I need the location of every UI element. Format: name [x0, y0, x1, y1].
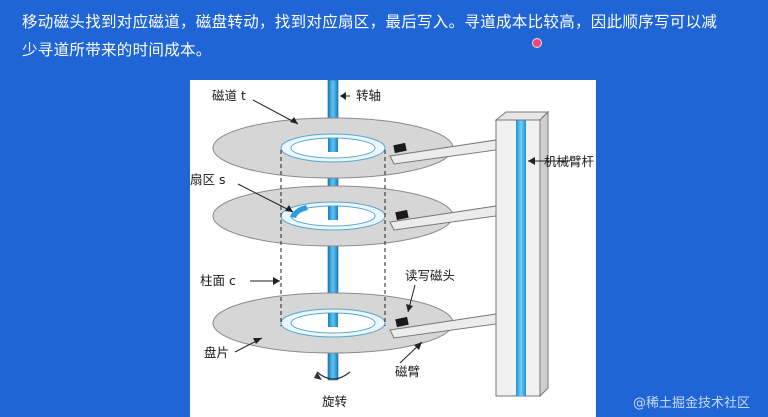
rotation-arrow-icon: [316, 371, 351, 380]
label-platter: 盘片: [204, 345, 229, 360]
watermark: @稀土掘金技术社区: [632, 396, 750, 411]
platter-top: [212, 117, 454, 179]
cursor-dot-icon: [532, 38, 542, 48]
label-track: 磁道 t: [212, 88, 246, 103]
label-sector: 扇区 s: [190, 172, 226, 187]
label-arm: 磁臂: [395, 364, 420, 379]
caption-line-1: 移动磁头找到对应磁道，磁盘转动，找到对应扇区，最后写入。寻道成本比较高，因此顺序…: [22, 13, 718, 31]
caption-line-2: 少寻道所带来的时间成本。: [22, 41, 212, 59]
caption-text: 移动磁头找到对应磁道，磁盘转动，找到对应扇区，最后写入。寻道成本比较高，因此顺序…: [22, 8, 747, 64]
label-head: 读写磁头: [405, 268, 455, 283]
label-spindle: 转轴: [356, 88, 381, 103]
disk-diagram-svg: 磁道 t 转轴 扇区 s 机械臂杆 柱面 c 读写磁头 盘片 磁臂 旋转: [190, 80, 595, 409]
label-rotation: 旋转: [322, 394, 347, 409]
arm-2: [389, 205, 497, 231]
arm-3: [389, 313, 497, 339]
disk-diagram: 磁道 t 转轴 扇区 s 机械臂杆 柱面 c 读写磁头 盘片 磁臂 旋转: [190, 80, 596, 417]
label-cylinder: 柱面 c: [200, 273, 236, 288]
arm-1: [389, 139, 497, 165]
platter-middle: [212, 185, 454, 247]
label-arm-assembly: 机械臂杆: [544, 154, 595, 169]
platter-bottom: [212, 292, 454, 354]
